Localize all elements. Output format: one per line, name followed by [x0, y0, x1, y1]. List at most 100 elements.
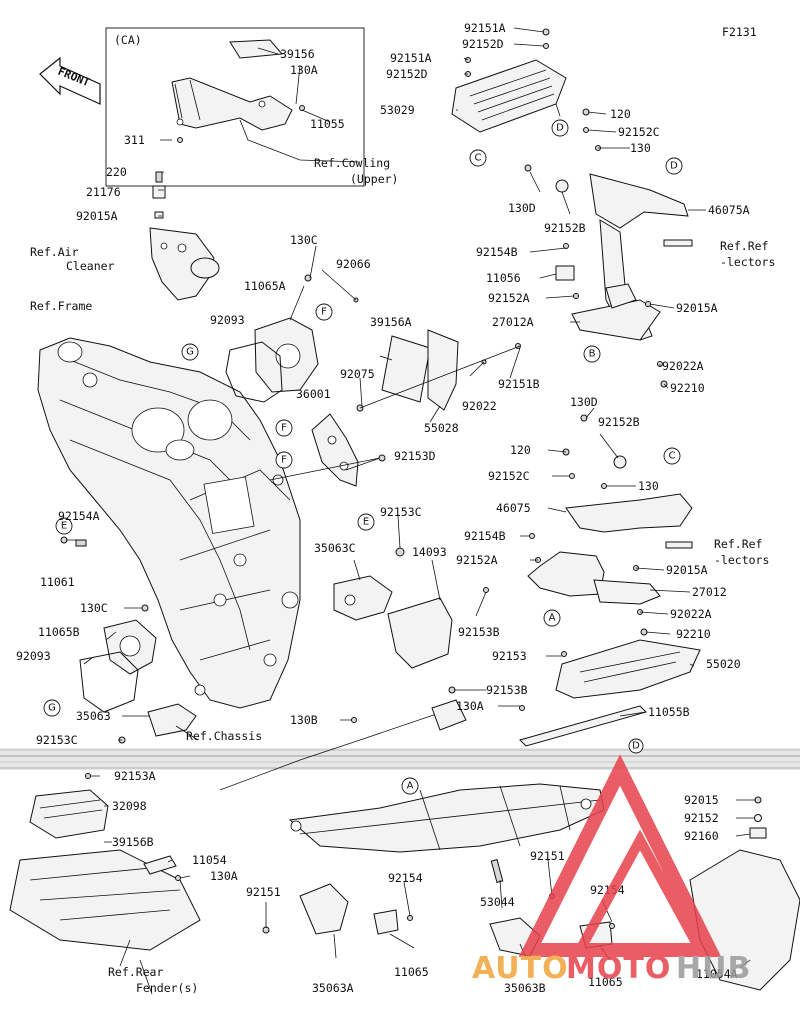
watermark-auto: AUTO: [472, 951, 569, 986]
part-label: 92152D: [462, 37, 504, 51]
callout-a-1: A: [549, 613, 556, 624]
part-label: 35063A: [312, 981, 354, 995]
part-label: 120: [510, 443, 531, 457]
part-label: 130A: [290, 63, 318, 77]
callout-b-1: B: [589, 349, 596, 360]
ca-inset-box: (CA): [105, 27, 365, 187]
watermark-moto: MOTO: [566, 951, 671, 986]
part-label: 92022A: [670, 607, 712, 621]
part-label: 130C: [80, 601, 108, 615]
bracket-36001: [269, 413, 386, 487]
frame-assembly: [37, 337, 301, 709]
callout-f-2: F: [281, 423, 287, 434]
part-label: 130D: [570, 395, 598, 409]
part-label: 92152B: [598, 415, 640, 429]
air-cleaner-group: [149, 171, 220, 301]
part-label: 311: [124, 133, 145, 147]
callout-g-2: G: [48, 703, 56, 714]
part-label: 11055B: [648, 705, 690, 719]
part-label: 220: [106, 165, 127, 179]
part-label: 92153C: [36, 733, 78, 747]
part-label: 92154A: [58, 509, 100, 523]
footrest-46075a: [524, 108, 693, 388]
callout-c-1: C: [475, 153, 482, 164]
callout-e-1: E: [363, 517, 369, 528]
part-label: 92152B: [544, 221, 586, 235]
part-label: 39156: [280, 47, 315, 61]
part-label: 92152: [684, 811, 719, 825]
ref-reflectors-label: Ref.Ref: [720, 239, 768, 253]
left-small-parts: [60, 536, 197, 744]
part-label: 92153B: [458, 625, 500, 639]
callout-g-1: G: [186, 347, 194, 358]
part-label: 92093: [210, 313, 245, 327]
reference-labels: Ref.Cowling (Upper) Ref.Air Cleaner Ref.…: [30, 156, 775, 995]
callout-e-2: E: [61, 521, 67, 532]
part-label: 92066: [336, 257, 371, 271]
part-label: 39156A: [370, 315, 412, 329]
part-label: 130C: [290, 233, 318, 247]
automotohub-logo: AUTO MOTO HUB: [472, 754, 751, 986]
part-label: 92154: [388, 871, 423, 885]
callout-f-1: F: [321, 307, 327, 318]
part-label: 92152D: [386, 67, 428, 81]
scan-divider: [0, 748, 800, 770]
ref-air-sub-label: Cleaner: [66, 259, 115, 273]
part-label: 130: [630, 141, 651, 155]
callout-c-2: C: [669, 451, 676, 462]
cover-11065a: [225, 274, 319, 403]
part-label: 11055: [310, 117, 345, 131]
part-label: 36001: [296, 387, 331, 401]
ref-rear-label: Ref.Rear: [108, 965, 163, 979]
part-label: 92151: [530, 849, 565, 863]
ref-reflectors2-sub-label: -lectors: [714, 553, 769, 567]
part-label: 92075: [340, 367, 375, 381]
ref-frame-label: Ref.Frame: [30, 299, 92, 313]
part-label: 92153: [492, 649, 527, 663]
part-label: 92151B: [498, 377, 540, 391]
part-label: 92022A: [662, 359, 704, 373]
part-label: 92015A: [676, 301, 718, 315]
ref-chassis-label: Ref.Chassis: [186, 729, 262, 743]
footrest-46075: [527, 414, 693, 636]
part-label: 92153A: [114, 769, 156, 783]
part-label: 92160: [684, 829, 719, 843]
rail-11055b: [219, 699, 647, 791]
part-label: 53029: [380, 103, 415, 117]
part-label: 11056: [486, 271, 521, 285]
part-label: 14093: [412, 545, 447, 559]
callout-a-2: A: [407, 781, 414, 792]
part-label: 120: [610, 107, 631, 121]
callout-f-3: F: [281, 455, 287, 466]
part-number-labels: 39156 130A 11055 311 220 21176 92015A 13…: [16, 21, 750, 995]
rear-frame: [262, 783, 615, 957]
part-label: 92151: [246, 885, 281, 899]
part-label: 92093: [16, 649, 51, 663]
part-label: 11054A: [696, 967, 738, 981]
part-label: 92015: [684, 793, 719, 807]
part-label: 11054: [192, 853, 227, 867]
part-label: 92022: [462, 399, 497, 413]
part-label: 92015A: [666, 563, 708, 577]
part-label: 39156B: [112, 835, 154, 849]
watermark-hub: HUB: [676, 951, 751, 986]
part-label: 92153D: [394, 449, 436, 463]
ref-reflectors2-label: Ref.Ref: [714, 537, 762, 551]
part-label: 11065A: [244, 279, 286, 293]
part-label: 46075: [496, 501, 531, 515]
ref-air-label: Ref.Air: [30, 245, 79, 259]
part-label: 92153B: [486, 683, 528, 697]
part-label: 92152A: [488, 291, 530, 305]
part-label: 35063C: [314, 541, 356, 555]
part-label: 92153C: [380, 505, 422, 519]
part-label: 92154B: [476, 245, 518, 259]
ref-cowling-label: Ref.Cowling: [314, 156, 390, 170]
part-label: 92210: [676, 627, 711, 641]
part-label: 130B: [290, 713, 318, 727]
part-label: 11065: [588, 975, 623, 989]
part-label: 92152C: [618, 125, 660, 139]
ref-reflectors-sub-label: -lectors: [720, 255, 775, 269]
part-label: 11065B: [38, 625, 80, 639]
part-label: 92151A: [464, 21, 506, 35]
